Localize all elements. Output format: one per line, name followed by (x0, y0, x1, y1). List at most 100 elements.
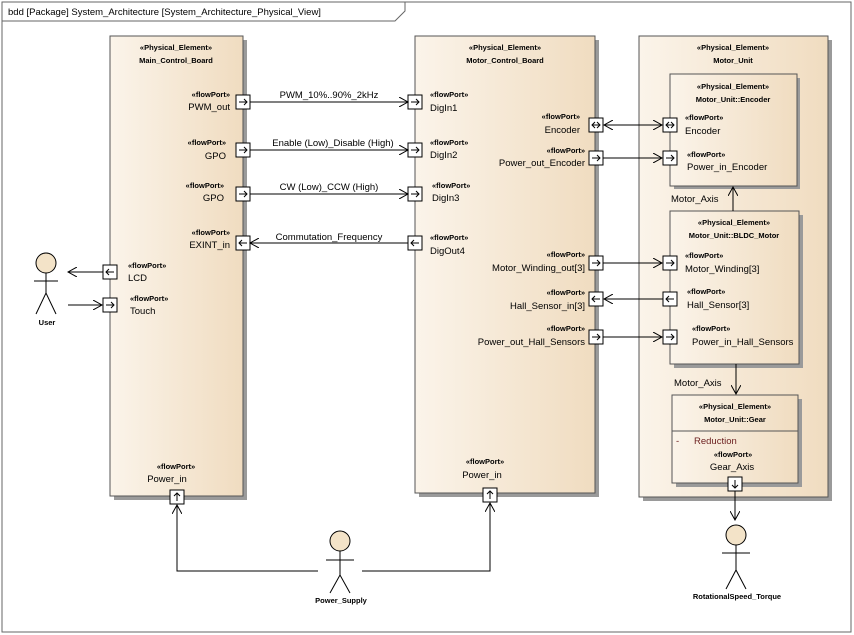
connector-commutation[interactable]: Commutation_Frequency (250, 232, 408, 243)
svg-text:DigIn2: DigIn2 (430, 150, 457, 161)
svg-text:Hall_Sensor_in[3]: Hall_Sensor_in[3] (510, 301, 585, 312)
svg-text:DigIn1: DigIn1 (430, 103, 457, 114)
svg-text:«flowPort»: «flowPort» (430, 233, 468, 242)
block-name: Motor_Unit (713, 56, 753, 65)
svg-text:«flowPort»: «flowPort» (685, 113, 723, 122)
port-bldc-winding[interactable]: «flowPort» Motor_Winding[3] (662, 251, 759, 275)
actor-power-supply[interactable]: Power_Supply (315, 530, 368, 605)
port-digout4[interactable]: «flowPort» DigOut4 (407, 233, 468, 257)
svg-text:«flowPort»: «flowPort» (157, 462, 195, 471)
svg-text:«flowPort»: «flowPort» (714, 450, 752, 459)
port-gpo-1[interactable]: «flowPort» GPO (188, 138, 251, 162)
connector-power-mc[interactable] (362, 503, 490, 572)
svg-text:Touch: Touch (130, 306, 155, 317)
actor-label: User (39, 318, 56, 327)
block-name: Main_Control_Board (139, 56, 213, 65)
svg-text:«flowPort»: «flowPort» (432, 181, 470, 190)
port-exint-in[interactable]: «flowPort» EXINT_in (189, 228, 251, 251)
svg-text:Encoder: Encoder (685, 126, 720, 137)
svg-text:Power_in: Power_in (462, 470, 502, 481)
svg-text:Encoder: Encoder (545, 125, 580, 136)
attribute-marker: - (676, 436, 679, 447)
stereotype-label: «Physical_Element» (140, 43, 212, 52)
svg-text:DigOut4: DigOut4 (430, 246, 465, 257)
port-bldc-hall[interactable]: «flowPort» Hall_Sensor[3] (662, 287, 749, 311)
svg-text:«flowPort»: «flowPort» (130, 294, 168, 303)
svg-text:«flowPort»: «flowPort» (692, 324, 730, 333)
stereotype-label: «Physical_Element» (697, 43, 769, 52)
port-enc-power-in[interactable]: «flowPort» Power_in_Encoder (662, 150, 767, 173)
actor-user[interactable]: User (34, 252, 58, 327)
connector-motor-axis-2[interactable]: Motor_Axis (674, 364, 736, 394)
svg-text:EXINT_in: EXINT_in (189, 240, 230, 251)
port-gear-axis[interactable]: «flowPort» Gear_Axis (710, 450, 755, 492)
port-mc-power-in[interactable]: «flowPort» Power_in (462, 457, 504, 503)
svg-text:Commutation_Frequency: Commutation_Frequency (276, 232, 383, 243)
svg-text:Motor_Winding[3]: Motor_Winding[3] (685, 264, 759, 275)
actor-rotational-speed-torque[interactable]: RotationalSpeed_Torque (693, 524, 781, 601)
connector-enable[interactable]: Enable (Low)_Disable (High) (250, 138, 408, 150)
port-digin3[interactable]: «flowPort» DigIn3 (407, 181, 470, 204)
svg-text:«flowPort»: «flowPort» (687, 150, 725, 159)
svg-text:Motor_Axis: Motor_Axis (674, 378, 722, 389)
svg-text:PWM_10%..90%_2kHz: PWM_10%..90%_2kHz (280, 90, 379, 101)
svg-text:«flowPort»: «flowPort» (186, 181, 224, 190)
port-bldc-power-hall[interactable]: «flowPort» Power_in_Hall_Sensors (662, 324, 794, 348)
stereotype-label: «Physical_Element» (698, 218, 770, 227)
block-main-control-board[interactable]: «Physical_Element» Main_Control_Board (109, 35, 247, 500)
svg-text:CW (Low)_CCW (High): CW (Low)_CCW (High) (280, 182, 379, 193)
port-lcd[interactable]: «flowPort» LCD (102, 261, 166, 284)
block-name: Motor_Control_Board (466, 56, 544, 65)
svg-text:Gear_Axis: Gear_Axis (710, 462, 755, 473)
svg-text:Enable (Low)_Disable (High): Enable (Low)_Disable (High) (272, 138, 393, 149)
svg-text:«flowPort»: «flowPort» (547, 250, 585, 259)
stereotype-label: «Physical_Element» (469, 43, 541, 52)
stereotype-label: «Physical_Element» (699, 402, 771, 411)
svg-text:«flowPort»: «flowPort» (430, 90, 468, 99)
svg-text:Hall_Sensor[3]: Hall_Sensor[3] (687, 300, 749, 311)
svg-text:Power_out_Hall_Sensors: Power_out_Hall_Sensors (478, 337, 585, 348)
part-name: Motor_Unit::Gear (704, 415, 766, 424)
actor-label: Power_Supply (315, 596, 368, 605)
actor-label: RotationalSpeed_Torque (693, 592, 781, 601)
svg-text:DigIn3: DigIn3 (432, 193, 459, 204)
frame-title: bdd [Package] System_Architecture [Syste… (8, 7, 321, 18)
svg-text:«flowPort»: «flowPort» (430, 138, 468, 147)
svg-text:«flowPort»: «flowPort» (192, 90, 230, 99)
part-gear[interactable]: «Physical_Element» Motor_Unit::Gear - Re… (671, 394, 802, 487)
svg-text:GPO: GPO (205, 151, 226, 162)
part-encoder[interactable]: «Physical_Element» Motor_Unit::Encoder (669, 73, 800, 189)
port-touch[interactable]: «flowPort» Touch (102, 294, 168, 317)
svg-text:GPO: GPO (203, 193, 224, 204)
connector-cw[interactable]: CW (Low)_CCW (High) (250, 182, 408, 194)
part-name: Motor_Unit::BLDC_Motor (689, 231, 779, 240)
port-enc-encoder[interactable]: «flowPort» Encoder (662, 113, 723, 137)
svg-text:«flowPort»: «flowPort» (547, 146, 585, 155)
block-motor-control-board[interactable]: «Physical_Element» Motor_Control_Board (414, 35, 599, 497)
svg-text:PWM_out: PWM_out (188, 102, 230, 113)
attribute-reduction: Reduction (694, 436, 737, 447)
svg-text:Power_in_Encoder: Power_in_Encoder (687, 162, 767, 173)
part-bldc-motor[interactable]: «Physical_Element» Motor_Unit::BLDC_Moto… (669, 210, 803, 368)
svg-text:Power_out_Encoder: Power_out_Encoder (499, 158, 585, 169)
port-power-out-hall[interactable]: «flowPort» Power_out_Hall_Sensors (478, 324, 604, 348)
svg-text:«flowPort»: «flowPort» (128, 261, 166, 270)
svg-text:Motor_Axis: Motor_Axis (671, 194, 719, 205)
svg-text:«flowPort»: «flowPort» (685, 251, 723, 260)
svg-text:«flowPort»: «flowPort» (547, 288, 585, 297)
svg-text:«flowPort»: «flowPort» (547, 324, 585, 333)
svg-text:«flowPort»: «flowPort» (466, 457, 504, 466)
part-name: Motor_Unit::Encoder (696, 95, 771, 104)
svg-text:«flowPort»: «flowPort» (188, 138, 226, 147)
svg-text:LCD: LCD (128, 273, 147, 284)
connector-power-main[interactable] (177, 505, 318, 572)
svg-text:Motor_Winding_out[3]: Motor_Winding_out[3] (492, 263, 585, 274)
connector-pwm[interactable]: PWM_10%..90%_2kHz (250, 90, 408, 102)
svg-text:«flowPort»: «flowPort» (192, 228, 230, 237)
svg-text:«flowPort»: «flowPort» (542, 112, 580, 121)
stereotype-label: «Physical_Element» (697, 82, 769, 91)
connector-motor-axis-1[interactable]: Motor_Axis (671, 187, 733, 211)
